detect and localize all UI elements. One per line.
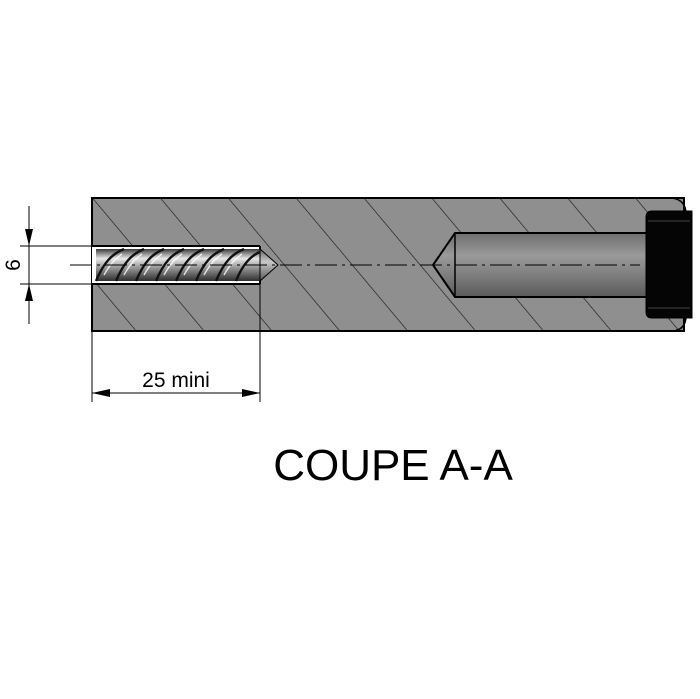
end-cap xyxy=(645,210,693,319)
depth-dimension xyxy=(91,284,261,402)
section-title: COUPE A-A xyxy=(273,441,513,490)
diameter-dimension xyxy=(20,206,92,324)
diameter-label: 6 xyxy=(2,259,25,271)
depth-label: 25 mini xyxy=(142,369,210,392)
